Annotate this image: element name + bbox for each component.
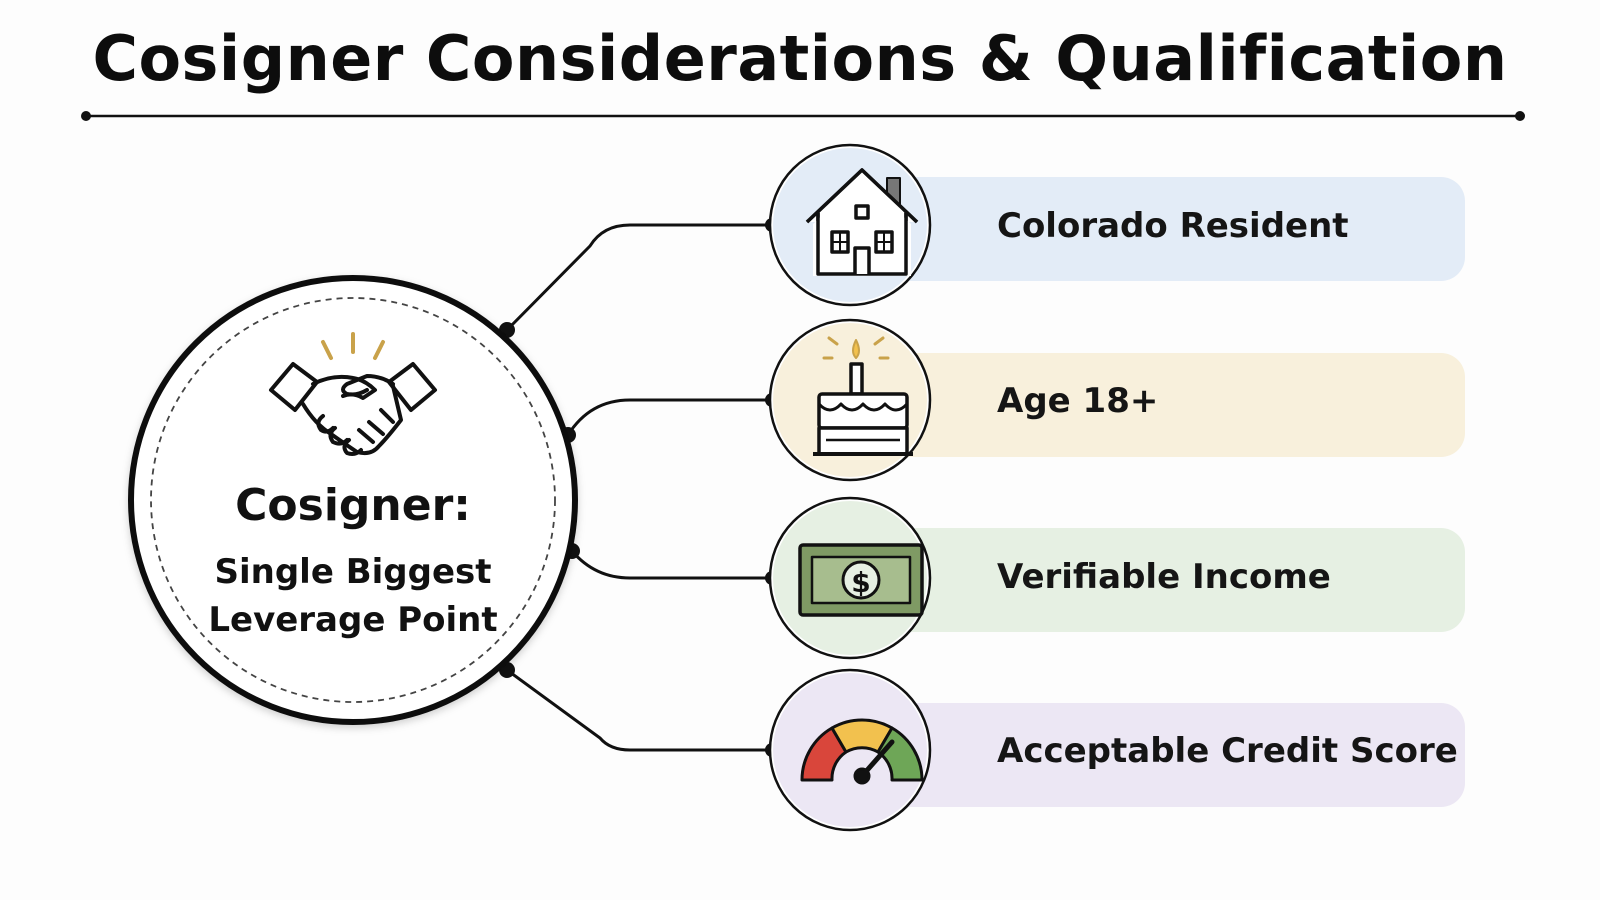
cosigner-hub [128, 275, 578, 725]
card-verifiable-income [880, 528, 1465, 632]
requirement-label-credit: Acceptable Credit Score [997, 731, 1458, 771]
page-title: Cosigner Considerations & Qualification [92, 22, 1508, 95]
card-credit-score [880, 703, 1465, 807]
card-colorado-resident [880, 177, 1465, 281]
hub-subheading: Single Biggest Leverage Point [193, 548, 513, 644]
credit-gauge-icon [800, 718, 924, 785]
requirement-label-colorado: Colorado Resident [997, 206, 1349, 246]
house-icon [805, 168, 919, 276]
hub-subheading-line1: Single Biggest [214, 552, 492, 592]
birthday-cake-icon [813, 336, 913, 456]
handshake-icon [269, 332, 437, 456]
requirement-label-income: Verifiable Income [997, 557, 1331, 597]
connector-credit [506, 668, 772, 752]
connector-income [570, 550, 772, 580]
requirement-label-age: Age 18+ [997, 381, 1159, 421]
hub-heading: Cosigner: [235, 480, 471, 531]
card-age [880, 353, 1465, 457]
title-divider [81, 111, 1525, 121]
connector-age [566, 398, 772, 436]
svg-text:$: $ [851, 566, 870, 599]
hub-subheading-line2: Leverage Point [208, 600, 498, 640]
dollar-bill-icon: $ [798, 543, 924, 617]
connector-colorado [505, 223, 772, 332]
